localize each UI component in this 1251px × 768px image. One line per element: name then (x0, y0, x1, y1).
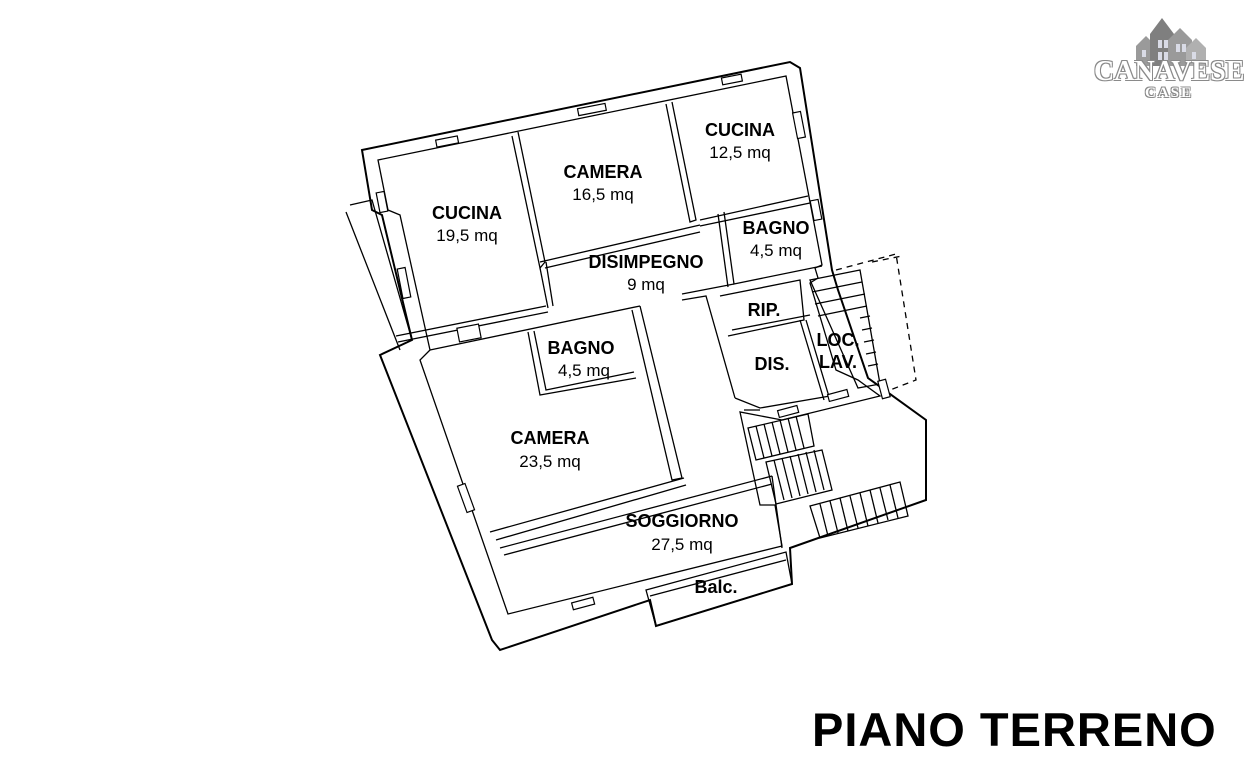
room-label: CUCINA (705, 120, 775, 140)
room-label: CAMERA (511, 428, 590, 448)
room-area: 9 mq (627, 275, 665, 294)
room-label: BAGNO (743, 218, 810, 238)
canavese-case-logo: CANAVESE CASE (1088, 14, 1245, 101)
room-area: 4,5 mq (558, 361, 610, 380)
stairs (747, 253, 917, 539)
room-area: 27,5 mq (651, 535, 712, 554)
room-label: RIP. (748, 300, 781, 320)
room-label: LOC. (817, 330, 860, 350)
room-area: 19,5 mq (436, 226, 497, 245)
logo-name: CANAVESE (1094, 56, 1245, 87)
room-label: LAV. (819, 352, 857, 372)
room-label: DIS. (754, 354, 789, 374)
room-label: BAGNO (548, 338, 615, 358)
room-area: 4,5 mq (750, 241, 802, 260)
room-label: Balc. (694, 577, 737, 597)
room-label: CUCINA (432, 203, 502, 223)
windows (375, 73, 891, 611)
page-title: PIANO TERRENO (812, 703, 1217, 756)
room-label: CAMERA (564, 162, 643, 182)
room-label: DISIMPEGNO (588, 252, 703, 272)
logo-sub: CASE (1144, 85, 1193, 101)
room-area: 12,5 mq (709, 143, 770, 162)
room-area: 16,5 mq (572, 185, 633, 204)
room-label: SOGGIORNO (625, 511, 738, 531)
room-labels: CUCINA 19,5 mq CAMERA 16,5 mq CUCINA 12,… (432, 120, 860, 597)
room-area: 23,5 mq (519, 452, 580, 471)
houses-icon (1136, 18, 1206, 66)
